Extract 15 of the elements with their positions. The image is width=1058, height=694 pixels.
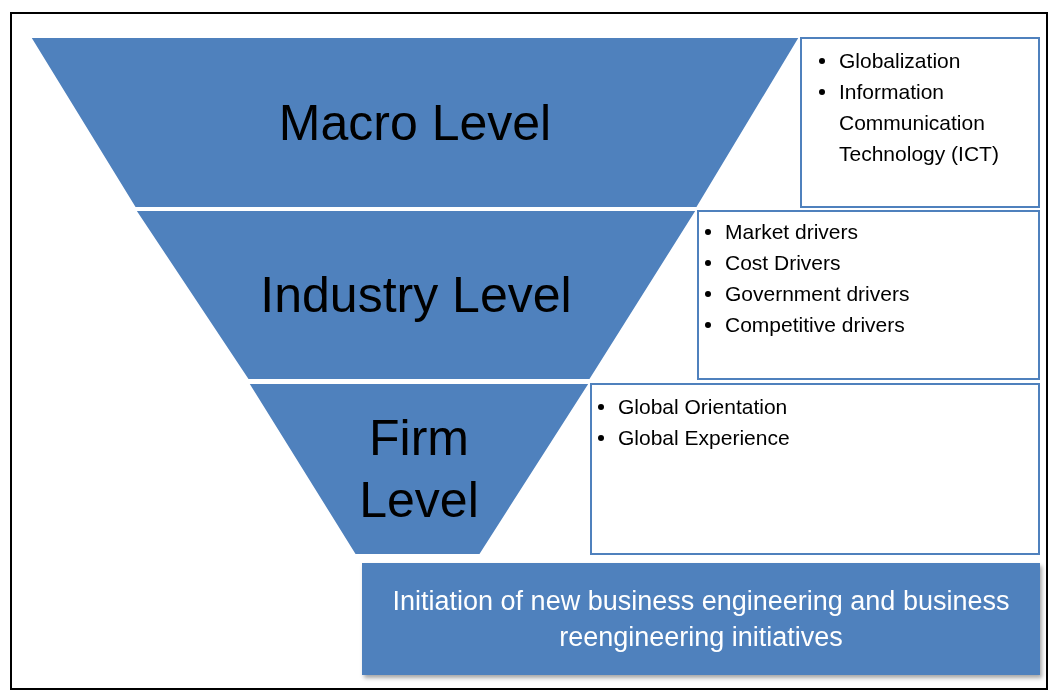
text-box (590, 383, 1040, 555)
bullet-item: Globalization (817, 45, 1038, 76)
bullet-item: Global Orientation (596, 391, 1038, 422)
bullet-item: Cost Drivers (703, 247, 1038, 278)
outcome-box: Initiation of new business engineering and business reengineering initiatives (362, 563, 1040, 675)
bullet-item: Competitive drivers (703, 309, 1038, 340)
text-box (800, 37, 1040, 208)
text-box (697, 210, 1040, 380)
bullet-item: Information Communication Technology (ICT) (817, 76, 1038, 169)
level-title: Firm Level (358, 409, 480, 530)
level-title: Industry Level (259, 266, 573, 325)
bullet-item: Government drivers (703, 278, 1038, 309)
bullet-item: Global Experience (596, 422, 1038, 453)
bullet-item: Market drivers (703, 216, 1038, 247)
level-title: Macro Level (277, 93, 553, 153)
